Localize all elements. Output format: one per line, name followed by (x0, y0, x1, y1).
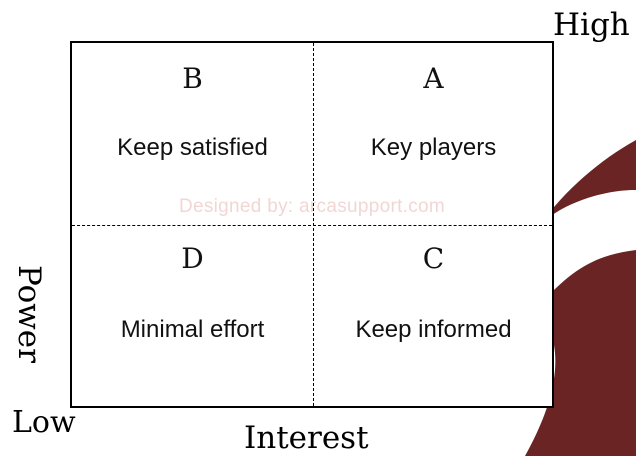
quadrant-a-letter: A (423, 62, 444, 95)
quadrant-d: D Minimal effort (72, 225, 313, 407)
quadrant-a: A Key players (313, 43, 554, 225)
y-axis-label: Power (11, 265, 47, 363)
quadrant-b-label: Keep satisfied (117, 134, 268, 161)
quadrant-b: B Keep satisfied (72, 43, 313, 225)
vertical-divider (313, 43, 314, 406)
quadrant-matrix: B Keep satisfied A Key players D Minimal… (70, 41, 554, 408)
low-label: Low (12, 405, 76, 440)
quadrant-a-label: Key players (370, 134, 497, 161)
decorative-arc-shape (540, 140, 636, 225)
quadrant-b-letter: B (182, 62, 203, 95)
quadrant-d-label: Minimal effort (120, 316, 265, 343)
x-axis-label: Interest (244, 420, 369, 456)
quadrant-c-label: Keep informed (355, 316, 512, 343)
quadrant-c-letter: C (422, 242, 445, 275)
quadrant-d-letter: D (181, 242, 204, 275)
horizontal-divider (72, 225, 552, 226)
quadrant-c: C Keep informed (313, 225, 554, 407)
high-label: High (553, 7, 630, 43)
